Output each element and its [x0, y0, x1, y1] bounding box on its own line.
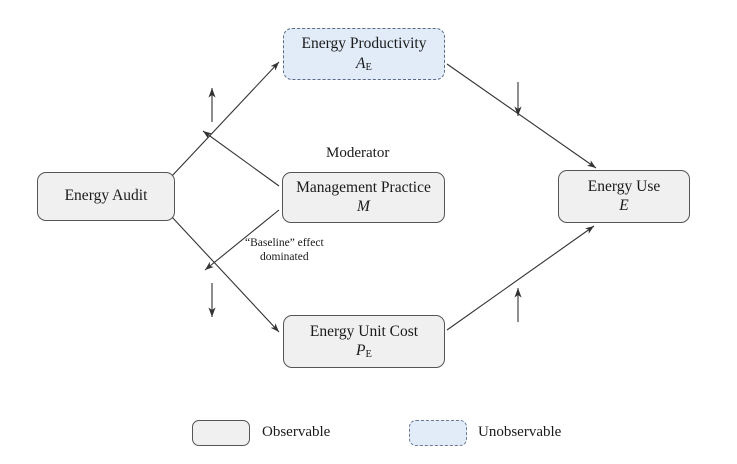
node-energy-use[interactable]: Energy Use E [558, 170, 690, 223]
legend-swatch-unobservable [409, 420, 467, 446]
moderator-label: Moderator [326, 145, 390, 161]
edge-productivity-to-use [446, 63, 597, 169]
node-energy-productivity[interactable]: Energy Productivity AE [283, 28, 445, 80]
node-management-practice-symbol: M [357, 198, 370, 215]
legend-label-unobservable: Unobservable [478, 424, 562, 440]
node-energy-audit[interactable]: Energy Audit [37, 172, 175, 221]
baseline-effect-line1: “Baseline” effect [245, 237, 324, 249]
node-energy-unit-cost[interactable]: Energy Unit Cost PE [283, 315, 445, 368]
legend-label-observable: Observable [262, 424, 331, 440]
node-management-practice-title: Management Practice [296, 178, 431, 196]
node-energy-audit-title: Energy Audit [64, 187, 148, 205]
baseline-effect-annotation: “Baseline” effect dominated [245, 236, 324, 265]
edge-moderator-to-productivity-path [202, 130, 280, 187]
node-energy-unit-cost-symbol: PE [356, 342, 372, 360]
legend-swatch-observable [192, 420, 250, 446]
edge-unit-cost-to-use [446, 225, 595, 331]
baseline-effect-line2: dominated [260, 251, 309, 264]
node-energy-productivity-symbol: AE [356, 54, 372, 73]
node-energy-use-title: Energy Use [587, 177, 661, 195]
node-management-practice[interactable]: Management Practice M [282, 172, 445, 223]
edge-audit-to-productivity [170, 61, 280, 178]
node-energy-productivity-title: Energy Productivity [301, 35, 427, 53]
node-energy-use-symbol: E [619, 197, 629, 214]
node-energy-unit-cost-title: Energy Unit Cost [309, 322, 419, 340]
edge-audit-to-unit-cost [170, 215, 280, 333]
